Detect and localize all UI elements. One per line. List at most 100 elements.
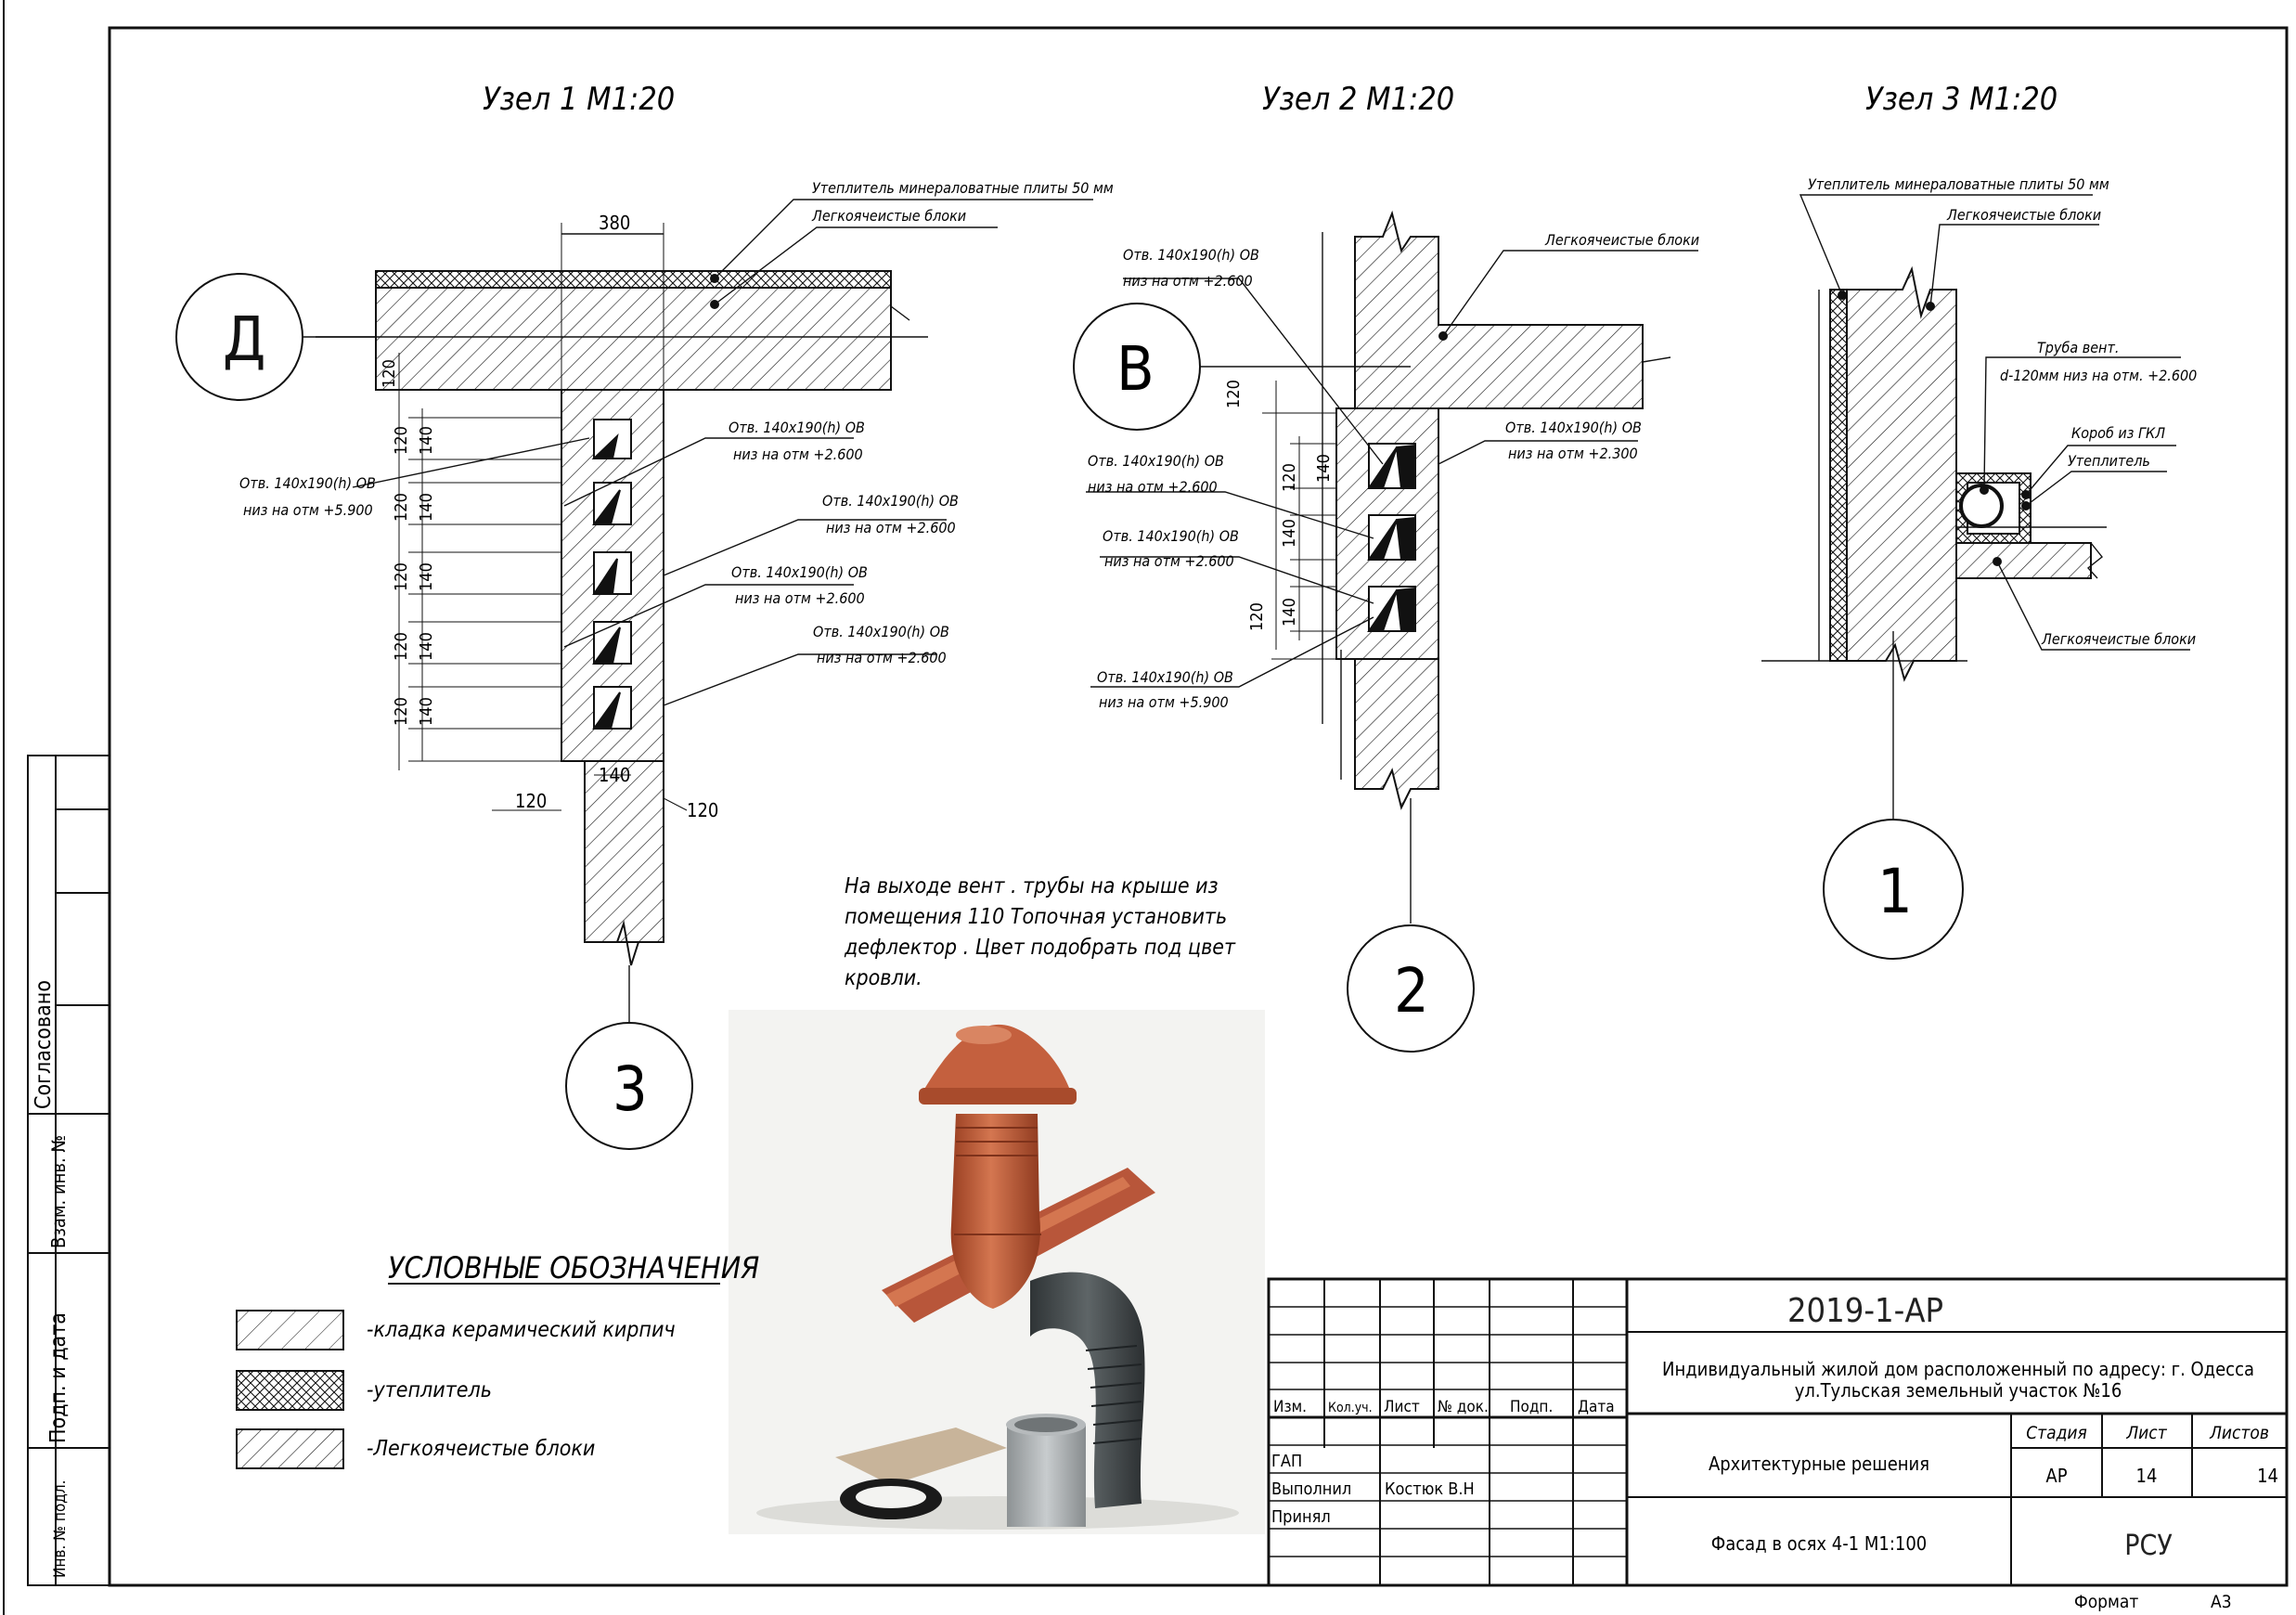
legend-title: УСЛОВНЫЕ ОБОЗНАЧЕНИЯ [388, 1250, 759, 1286]
stamp-sign-date: Подп. и дата [46, 1312, 71, 1443]
installation-note: На выходе вент . трубы на крыше из помещ… [844, 874, 1236, 990]
node2-opening-l2-c: низ на отм +2.600 [1104, 552, 1234, 570]
node2-opening-right-l1: Отв. 140х190(h) ОВ [1505, 419, 1642, 436]
deflector-photo [729, 1010, 1265, 1534]
legend-swatch-insulation [236, 1370, 344, 1411]
tb-format-label: Формат [2074, 1592, 2138, 1612]
tb-project-l1: Индивидуальный жилой дом расположенный п… [1662, 1358, 2254, 1380]
node3-drawing [1761, 194, 2190, 960]
legend-item-brick: -кладка керамический кирпич [367, 1318, 676, 1342]
node1-dim-140-2: 140 [417, 493, 436, 522]
node2-opening-l1-b: Отв. 140х190(h) ОВ [1088, 452, 1224, 470]
tb-executor-name: Костюк В.Н [1385, 1479, 1475, 1499]
node1-opening-left-l2: низ на отм +5.900 [243, 501, 373, 519]
node1-dim-120-3: 120 [392, 493, 411, 522]
node1-callout-blocks: Легкоячеистые блоки [811, 207, 966, 225]
note-line-1: На выходе вент . трубы на крыше из [845, 874, 1219, 898]
node1-dim-top: 380 [599, 212, 630, 234]
node1-dim-140-1: 140 [417, 426, 436, 455]
node2-axis-label: В [1116, 333, 1154, 405]
note-line-3: дефлектор . Цвет подобрать под цвет [844, 936, 1236, 960]
stamp-agreed: Согласовано [32, 980, 56, 1109]
tb-role-gap: ГАП [1271, 1452, 1302, 1471]
tb-sheet: 14 [2136, 1465, 2158, 1487]
legend-item-blocks: -Легкоячеистые блоки [367, 1437, 595, 1461]
tb-company: РСУ [2124, 1530, 2173, 1562]
tb-format: А3 [2211, 1592, 2232, 1612]
tb-col-date: Дата [1578, 1398, 1615, 1416]
node3-callout-insulation: Утеплитель минераловатные плиты 50 мм [1808, 175, 2109, 193]
node1-opening-1-l2: низ на отм +2.600 [733, 446, 863, 463]
tb-section: Архитектурные решения [1709, 1453, 1929, 1475]
tb-col-list: Лист [1384, 1398, 1420, 1416]
node1-opening-2-l1: Отв. 140х190(h) ОВ [822, 492, 959, 510]
node1-opening-3-l2: низ на отм +2.600 [735, 589, 865, 607]
stamp-inv: Инв. № подл. [51, 1479, 70, 1578]
tb-sheet-name: Фасад в осях 4-1 М1:100 [1711, 1532, 1927, 1555]
tb-stage: АР [2045, 1465, 2067, 1487]
node3-section-mark: 1 [1877, 856, 1913, 927]
node1-section-mark: 3 [613, 1053, 648, 1125]
legend-item-insulation: -утеплитель [367, 1378, 492, 1402]
node1-opening-4-l1: Отв. 140х190(h) ОВ [813, 623, 949, 640]
title-block [1267, 1277, 2289, 1587]
node1-callout-insulation: Утеплитель минераловатные плиты 50 мм [812, 179, 1114, 197]
node2-title: Узел 2 М1:20 [1262, 81, 1454, 118]
node2-dim-120-3: 120 [1247, 602, 1267, 631]
tb-col-izm: Изм. [1273, 1398, 1307, 1416]
node3-title: Узел 3 М1:20 [1865, 81, 2057, 118]
node1-opening-left-l1: Отв. 140х190(h) ОВ [239, 474, 376, 492]
node1-opening-1-l1: Отв. 140х190(h) ОВ [729, 419, 865, 436]
node1-dim-left: 120 [515, 790, 547, 812]
node3-box: Короб из ГКЛ [2071, 424, 2165, 442]
node1-dim-120-1: 120 [380, 359, 399, 388]
node1-title: Узел 1 М1:20 [483, 81, 675, 118]
node2-dim-120-2: 120 [1280, 463, 1299, 492]
node2-opening-l2-d: низ на отм +5.900 [1099, 693, 1229, 711]
node1-dim-140-4: 140 [417, 632, 436, 661]
node1-dim-bottom: 140 [599, 764, 630, 786]
tb-col-sign: Подп. [1510, 1398, 1553, 1416]
tb-role-executor: Выполнил [1271, 1479, 1351, 1499]
node1-axis-label: Д [223, 304, 265, 375]
legend: УСЛОВНЫЕ ОБОЗНАЧЕНИЯ -кладка керамически… [236, 1250, 759, 1469]
tb-sheet-label: Лист [2125, 1423, 2167, 1443]
node2-dim-140-2: 140 [1280, 519, 1299, 548]
node1-dim-120-6: 120 [392, 697, 411, 726]
node2-dim-140-3: 140 [1280, 598, 1299, 627]
node3-blocks-bottom: Легкоячеистые блоки [2041, 630, 2196, 648]
node2-dim-120-1: 120 [1224, 380, 1244, 408]
node2-dim-140-1: 140 [1314, 454, 1334, 483]
tb-col-doc: № док. [1438, 1398, 1489, 1416]
legend-swatch-brick [236, 1310, 344, 1350]
node3-pipe-l1: Труба вент. [2037, 339, 2119, 356]
node2-opening-l1-d: Отв. 140х190(h) ОВ [1097, 668, 1233, 686]
tb-sheets-label: Листов [2209, 1423, 2269, 1443]
node1-opening-2-l2: низ на отм +2.600 [826, 519, 956, 536]
node1-dim-120-4: 120 [392, 562, 411, 591]
node3-pipe-l2: d-120мм низ на отм. +2.600 [2000, 367, 2197, 384]
node1-drawing [175, 199, 1093, 1150]
node2-opening-l2-b: низ на отм +2.600 [1088, 478, 1218, 496]
tb-stage-label: Стадия [2026, 1423, 2087, 1443]
node1-dim-120-2: 120 [392, 426, 411, 455]
legend-swatch-blocks [236, 1428, 344, 1469]
stamp-vzam: Взам. инв. № [47, 1135, 70, 1248]
node2-opening-right-l2: низ на отм +2.300 [1508, 445, 1638, 462]
node1-opening-3-l1: Отв. 140х190(h) ОВ [731, 563, 868, 581]
node2-drawing [1073, 210, 1698, 1053]
tb-project-l2: ул.Тульская земельный участок №16 [1795, 1379, 2122, 1402]
node1-dim-120-5: 120 [392, 632, 411, 661]
node1-opening-4-l2: низ на отм +2.600 [817, 649, 947, 666]
node2-opening-l1-c: Отв. 140х190(h) ОВ [1103, 527, 1239, 545]
note-line-4: кровли. [845, 966, 922, 990]
node2-opening-l2-a: низ на отм +2.600 [1123, 272, 1253, 290]
tb-code: 2019-1-АР [1787, 1292, 1943, 1330]
tb-col-kolch: Кол.уч. [1328, 1401, 1373, 1415]
tb-role-accepted: Принял [1271, 1507, 1331, 1527]
node1-dim-140-3: 140 [417, 562, 436, 591]
node1-dim-right: 120 [687, 799, 718, 821]
node2-section-mark: 2 [1394, 955, 1429, 1027]
side-stamp [27, 755, 110, 1586]
